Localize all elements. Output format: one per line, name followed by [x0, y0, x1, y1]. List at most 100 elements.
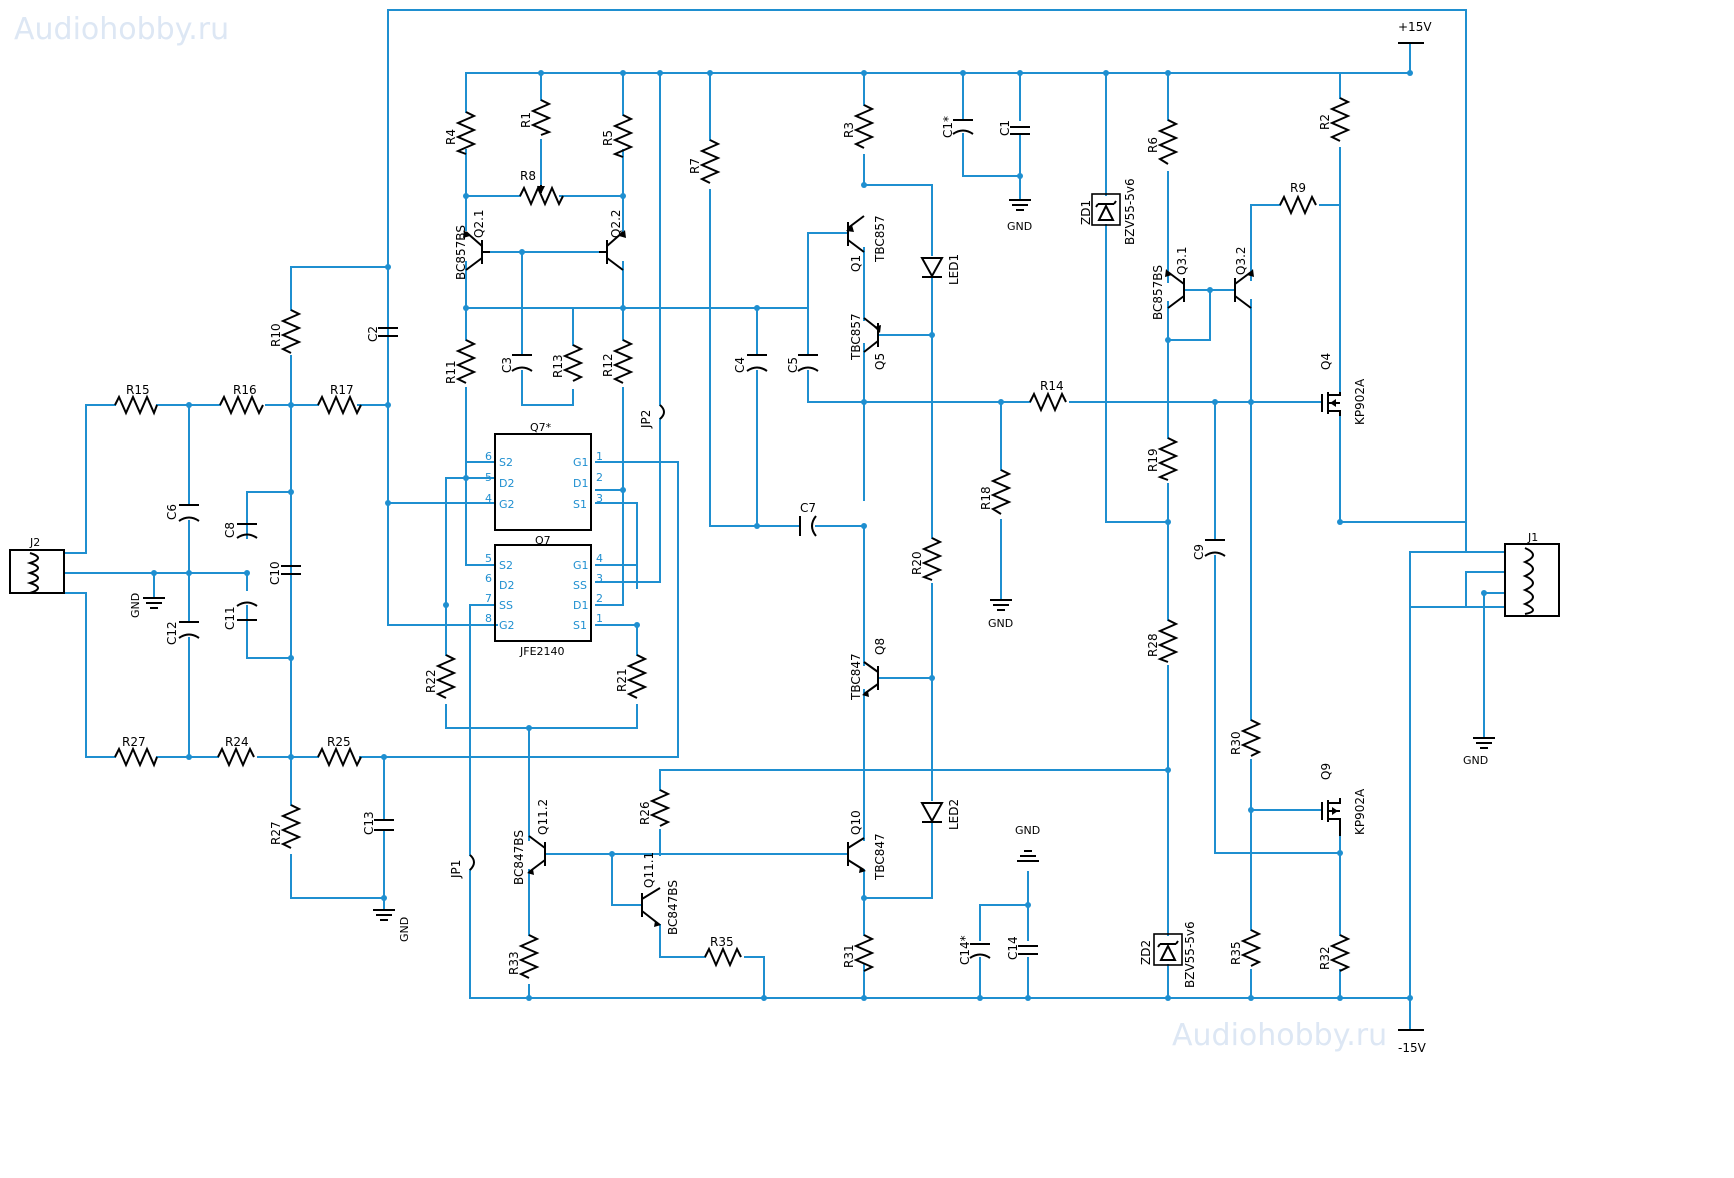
transistor-q21-symbol — [465, 231, 490, 271]
ic-top-num-3: 3 — [596, 492, 603, 505]
label-c11: C11 — [223, 606, 237, 630]
ic-top-pin-d1: D1 — [573, 477, 588, 490]
label-q1-part: TBC857 — [873, 215, 887, 263]
label-r22: R22 — [424, 669, 438, 693]
label-c10: C10 — [268, 561, 282, 585]
resistor-r13-symbol — [562, 344, 584, 382]
ic-q7-ref: Q7 — [535, 534, 551, 547]
label-c8: C8 — [223, 522, 237, 538]
resistor-r8-symbol — [519, 185, 564, 207]
label-r10: R10 — [269, 323, 283, 347]
capacitor-c13-symbol — [374, 819, 394, 831]
label-jp1: JP1 — [449, 860, 463, 879]
label-zd1-part: BZV55-5v6 — [1123, 178, 1137, 245]
connector-j1-label: J1 — [1527, 531, 1538, 544]
transistor-q112-symbol — [528, 835, 546, 873]
neg-supply-label: -15V — [1398, 1041, 1427, 1055]
label-q111: Q11.1 — [642, 852, 656, 888]
transistor-q32-symbol — [1234, 271, 1252, 309]
ic-top-pin-s1: S1 — [573, 498, 587, 511]
transistor-q5-symbol — [863, 317, 879, 353]
label-q10: Q10 — [849, 810, 863, 835]
ic-q7s-body — [494, 433, 592, 531]
ic-top-pin-s2: S2 — [499, 456, 513, 469]
label-r20: R20 — [910, 551, 924, 575]
resistor-r32-symbol — [1329, 934, 1351, 972]
label-q8: Q8 — [873, 638, 887, 655]
label-zd2-part: BZV55-5v6 — [1183, 921, 1197, 988]
label-r12: R12 — [601, 353, 615, 377]
label-r27: R26 — [638, 801, 652, 825]
q9-arrow-icon — [1332, 807, 1338, 815]
label-r15: R15 — [126, 383, 150, 397]
gnd-label-1: GND — [1007, 220, 1032, 233]
label-r32: R32 — [1318, 946, 1332, 970]
ic-bot-pin-s1: S1 — [573, 619, 587, 632]
q8-arrow-icon — [862, 691, 869, 697]
resistor-r7-symbol — [699, 139, 721, 184]
capacitor-c10-symbol — [281, 565, 301, 575]
capacitor-c11-symbol — [236, 601, 258, 621]
capacitor-c1s-symbol — [952, 119, 974, 135]
label-r29: R28 — [1146, 633, 1160, 657]
ic-top-pin-g2: G2 — [499, 498, 515, 511]
label-r5: R5 — [601, 130, 615, 146]
ground-j2-icon — [143, 597, 165, 609]
capacitor-c6-symbol — [178, 504, 200, 522]
label-q31: Q3.1 — [1175, 246, 1189, 275]
label-q5: Q5 — [873, 353, 887, 370]
label-r25: R25 — [327, 735, 351, 749]
transistor-q22-symbol — [599, 231, 624, 271]
ic-bot-pin-ss2: SS — [573, 579, 587, 592]
label-q32: Q3.2 — [1234, 246, 1248, 275]
label-q10-part: TBC847 — [873, 833, 887, 881]
zener-zd1-box — [1091, 193, 1121, 226]
ic-bot-pin-g1: G1 — [573, 559, 589, 572]
resistor-r33-symbol — [518, 934, 540, 979]
resistor-r16-symbol — [219, 394, 264, 416]
resistor-r35-symbol — [1240, 929, 1262, 967]
ic-top-num-1: 1 — [596, 450, 603, 463]
resistor-r5-symbol — [612, 114, 634, 158]
zener-zd2-box — [1153, 933, 1183, 966]
label-c6: C6 — [165, 504, 179, 520]
ground-c1-icon — [1009, 199, 1031, 211]
resistor-r34-symbol — [704, 946, 742, 968]
capacitor-c14-symbol — [1018, 945, 1038, 955]
label-r11: R11 — [444, 360, 458, 384]
label-r8: R8 — [520, 169, 536, 183]
transistor-q1-symbol — [847, 215, 865, 253]
jumper-jp2-icon — [659, 404, 665, 420]
ic-q7-body — [494, 544, 592, 642]
watermark-top: Audiohobby.ru — [14, 12, 230, 47]
ic-top-num-5: 5 — [485, 471, 492, 484]
watermark-bottom: Audiohobby.ru — [1172, 1018, 1388, 1053]
resistor-r24-symbol — [217, 746, 255, 768]
label-led2: LED2 — [947, 799, 961, 830]
ic-q7s-ref: Q7* — [530, 421, 552, 434]
gnd-label-4: GND — [1015, 824, 1040, 837]
transistor-q111-symbol — [641, 887, 661, 926]
resistor-r25-symbol — [317, 746, 362, 768]
connector-j1-pins-icon — [1522, 547, 1534, 615]
resistor-r3-symbol — [853, 104, 875, 149]
mosfet-q9-symbol — [1321, 798, 1341, 836]
capacitor-c14s-symbol — [969, 943, 991, 959]
label-q21-part: BC857BS — [454, 225, 468, 280]
ic-bot-num-1: 1 — [596, 612, 603, 625]
resistor-r30-symbol — [1240, 719, 1262, 757]
capacitor-c7-symbol — [799, 515, 817, 537]
label-zd1: ZD1 — [1079, 200, 1093, 225]
ic-bot-num-6: 6 — [485, 572, 492, 585]
label-q8-part: TBC847 — [849, 653, 863, 701]
resistor-r6-symbol — [1157, 119, 1179, 165]
gnd-label-3: GND — [1463, 754, 1488, 767]
ic-bot-pin-s2: S2 — [499, 559, 513, 572]
label-q112-part: BC847BS — [512, 830, 526, 885]
ic-bot-pin-d1: D1 — [573, 599, 588, 612]
label-q111-part: BC847BS — [666, 880, 680, 935]
label-c3: C3 — [500, 357, 514, 373]
ground-r18-icon — [990, 599, 1012, 611]
capacitor-c4-symbol — [746, 354, 768, 372]
